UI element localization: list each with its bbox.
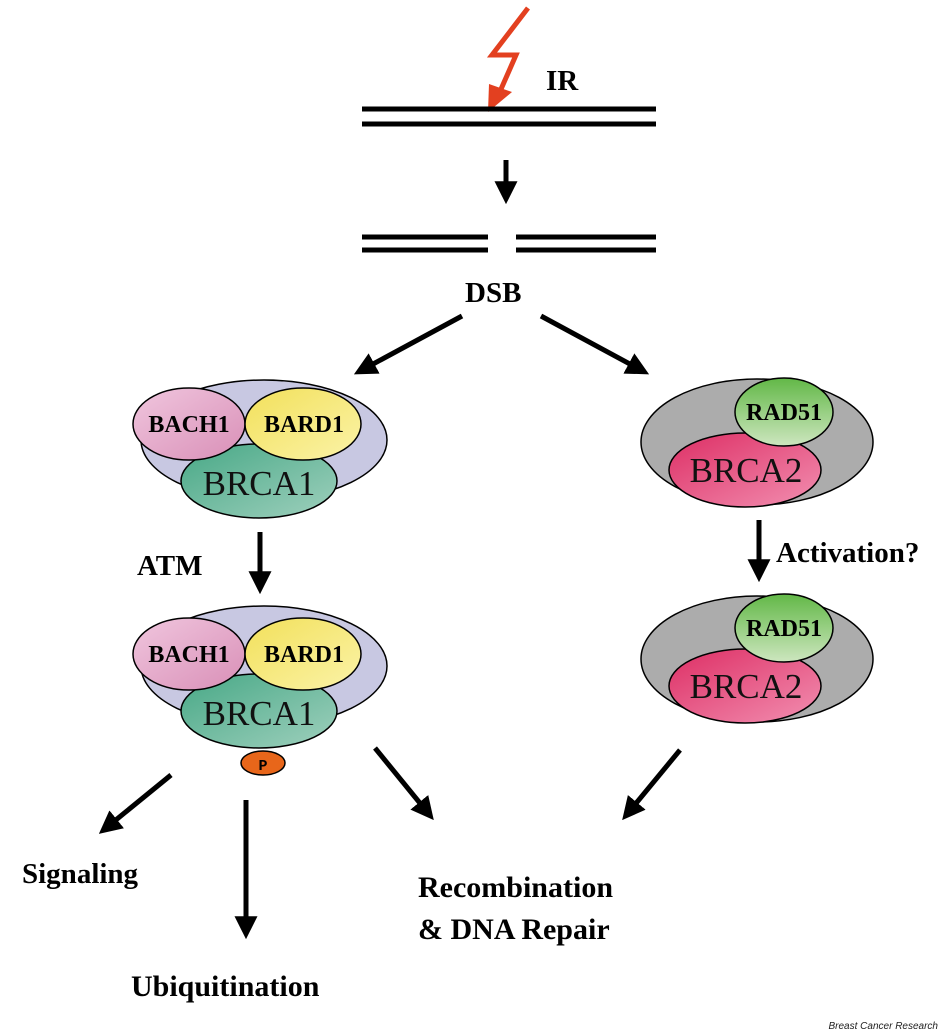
phospho-label: P	[258, 758, 267, 775]
brca2-label: BRCA2	[690, 667, 803, 706]
atm-label: ATM	[137, 550, 203, 582]
rad51-label: RAD51	[746, 616, 822, 642]
brca1-label: BRCA1	[203, 464, 316, 503]
broken-dna	[362, 234, 656, 253]
ubiquitination-label: Ubiquitination	[131, 970, 320, 1003]
rad51-label: RAD51	[746, 400, 822, 426]
bach1-label: BACH1	[148, 412, 229, 438]
arrow-brca2-to-repair	[622, 748, 682, 821]
rad51-protein	[734, 593, 834, 663]
recombination-label: Recombination	[418, 871, 613, 904]
dna-repair-label: & DNA Repair	[418, 913, 610, 946]
brca1-complex-top: BACH1 BARD1 BRCA1	[132, 379, 388, 519]
brca2-label: BRCA2	[690, 451, 803, 490]
brca1-complex-phosphorylated: BACH1 BARD1 BRCA1 P	[132, 605, 388, 776]
brca2-complex-activated: RAD51 BRCA2	[640, 593, 874, 724]
intact-dna	[362, 106, 656, 127]
activation-label: Activation?	[776, 537, 919, 569]
brca1-label: BRCA1	[203, 694, 316, 733]
bard1-protein	[244, 387, 362, 461]
bard1-protein	[244, 617, 362, 691]
bach1-label: BACH1	[148, 642, 229, 668]
journal-credit: Breast Cancer Research	[829, 1021, 939, 1032]
phospho-badge	[240, 750, 286, 776]
signaling-label: Signaling	[22, 858, 139, 890]
bard1-label: BARD1	[264, 412, 344, 438]
lightning-bolt-icon	[486, 6, 530, 112]
brca2-complex-top: RAD51 BRCA2	[640, 377, 874, 508]
arrow-dsb-to-brca1	[353, 313, 464, 375]
bard1-label: BARD1	[264, 642, 344, 668]
rad51-protein	[734, 377, 834, 447]
dsb-label: DSB	[465, 277, 521, 309]
arrow-to-signaling	[98, 773, 173, 834]
ir-label: IR	[546, 65, 579, 97]
arrow-dsb-to-brca2	[539, 313, 650, 375]
arrow-brca1-to-repair	[373, 746, 434, 821]
